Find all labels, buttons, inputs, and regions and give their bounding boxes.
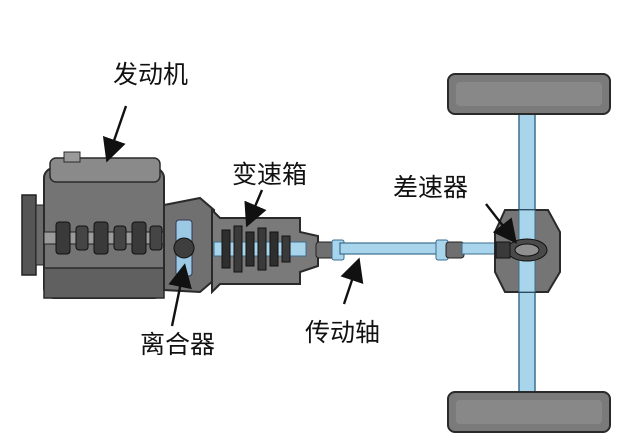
differential-gears: [495, 238, 548, 262]
gearbox-label: 变速箱: [232, 160, 308, 189]
engine-pointer-arrow: [102, 105, 128, 163]
drive-shaft: [315, 239, 503, 261]
wheel-top: [447, 73, 611, 115]
driveshaft-pointer-arrow: [340, 257, 364, 305]
clutch-housing: [163, 196, 215, 294]
rear-axle: [494, 111, 561, 401]
gear-stack: [221, 225, 291, 273]
wheel-bottom: [447, 391, 611, 433]
crankshaft: [43, 221, 169, 255]
engine-label: 发动机: [113, 60, 189, 89]
driveshaft-label: 传动轴: [305, 318, 381, 347]
gearbox-housing: [211, 207, 319, 295]
engine-block: [21, 151, 169, 299]
differential-label: 差速器: [393, 173, 469, 202]
differential-pointer-arrow: [485, 203, 517, 244]
clutch-pointer-arrow: [168, 263, 192, 327]
clutch-label: 离合器: [140, 330, 216, 359]
gearbox-pointer-arrow: [244, 189, 267, 228]
